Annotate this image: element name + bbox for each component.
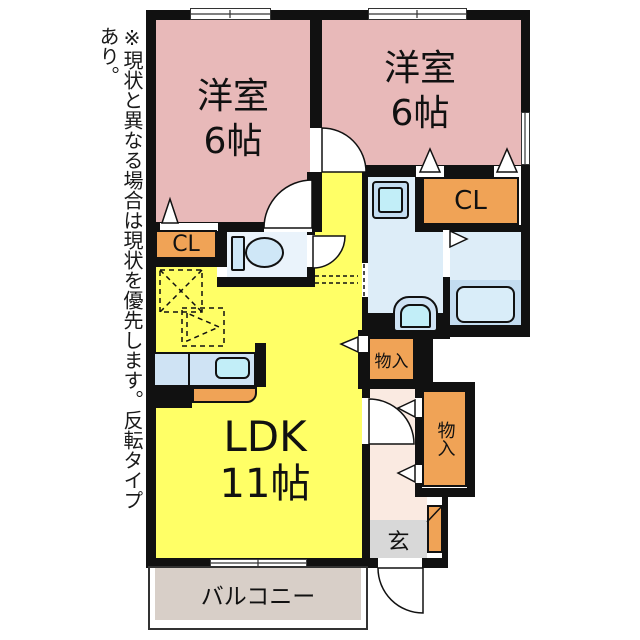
- washing-machine-pan-inner: [400, 304, 431, 328]
- wall: [467, 382, 475, 497]
- disclaimer-text: ※現状と異なる場合は現状を優先します。反転タイプあり。: [96, 26, 144, 510]
- storage2-door-opening: [415, 465, 422, 483]
- door-arc-hallway: [368, 398, 415, 445]
- wall: [521, 10, 530, 335]
- bedroom1-size: 6帖: [203, 121, 263, 162]
- wall: [362, 387, 370, 568]
- door-triangle-storage1: [339, 335, 359, 354]
- door-triangle-bathroom: [449, 229, 469, 249]
- closet2: CL: [422, 177, 519, 225]
- door-arc-bedroom2: [321, 127, 367, 173]
- toilet-tank: [231, 236, 245, 271]
- wall: [146, 10, 156, 568]
- washbasin-bowl: [378, 187, 403, 213]
- wall: [146, 222, 322, 232]
- kitchen-counter-divider: [188, 354, 190, 385]
- wall: [255, 343, 266, 387]
- bedroom2-door-opening: [310, 128, 322, 172]
- entrance-label: 玄: [387, 530, 410, 555]
- shoe-cabinet-diagonal: [426, 504, 444, 523]
- wall: [156, 385, 192, 408]
- bathtub: [456, 286, 515, 323]
- storage1-door-opening: [358, 336, 368, 352]
- wall: [146, 258, 227, 267]
- closet1-label: CL: [172, 232, 200, 257]
- appliance-space: [181, 307, 225, 347]
- wall: [310, 20, 322, 128]
- bathroom-door-opening: [443, 230, 450, 277]
- wall: [443, 230, 450, 330]
- door-arc-front-door: [377, 567, 424, 614]
- door-arc-toilet: [312, 235, 346, 269]
- storage2: 物入: [422, 390, 467, 487]
- wall: [437, 325, 530, 337]
- boundary-dashed-line: [315, 264, 365, 296]
- toilet-bowl: [245, 237, 284, 268]
- bedroom2-name: 洋室: [383, 48, 456, 89]
- hallway-door-opening: [362, 398, 370, 444]
- bedroom1-name: 洋室: [196, 76, 269, 117]
- wall: [415, 488, 475, 497]
- front-door-opening: [378, 558, 422, 568]
- ldk-floor: [315, 232, 362, 558]
- wall: [415, 382, 475, 390]
- storage2-door-opening: [415, 398, 422, 417]
- wall: [415, 330, 433, 389]
- bedroom2-size: 6帖: [390, 93, 450, 134]
- bedroom1-label: 洋室 6帖: [156, 74, 310, 164]
- ldk-size: 11帖: [219, 461, 311, 507]
- washing-machine-pan: [393, 296, 438, 332]
- door-arc-bedroom1: [263, 179, 313, 229]
- closet2-label: CL: [454, 186, 487, 216]
- wall: [358, 381, 433, 389]
- balcony-floor: バルコニー: [155, 568, 361, 620]
- wall: [146, 10, 530, 20]
- ldk-name: LDK: [223, 412, 307, 461]
- wall: [415, 390, 422, 497]
- storage1-label: 物入: [374, 351, 409, 372]
- wall: [217, 277, 315, 287]
- window-midlines: [191, 10, 526, 567]
- washroom-door-opening: [362, 263, 368, 297]
- door-triangle-closet1: [160, 196, 180, 224]
- door-triangle-storage2: [396, 463, 416, 484]
- door-triangle-closet2: [418, 147, 442, 173]
- wall: [415, 225, 521, 232]
- wall: [217, 222, 227, 267]
- closet1-door-opening: [160, 223, 218, 231]
- door-triangle-storage2: [396, 398, 416, 419]
- door-triangle-closet2: [495, 147, 519, 173]
- washbasin: [372, 181, 409, 219]
- entrance-floor: [370, 520, 427, 560]
- wall: [362, 177, 368, 313]
- ldk-label: LDK 11帖: [170, 412, 360, 508]
- closet1: CL: [155, 230, 217, 259]
- balcony: バルコニー: [148, 566, 368, 630]
- ldk-corridor-floor: [322, 172, 362, 232]
- kitchen-sink: [215, 357, 250, 379]
- toilet-door-opening: [307, 235, 315, 267]
- refrigerator-space: [159, 269, 203, 313]
- bedroom2-label: 洋室 6帖: [340, 46, 500, 136]
- wall: [415, 175, 422, 232]
- wall: [442, 497, 448, 568]
- wall: [358, 330, 368, 389]
- storage2-label: 物入: [434, 420, 456, 457]
- ldk-floor: [217, 287, 315, 558]
- balcony-label: バルコニー: [200, 584, 316, 610]
- bedroom2-floor: [322, 20, 521, 165]
- storage1: 物入: [368, 337, 415, 381]
- kitchen-counter-front: [192, 387, 257, 403]
